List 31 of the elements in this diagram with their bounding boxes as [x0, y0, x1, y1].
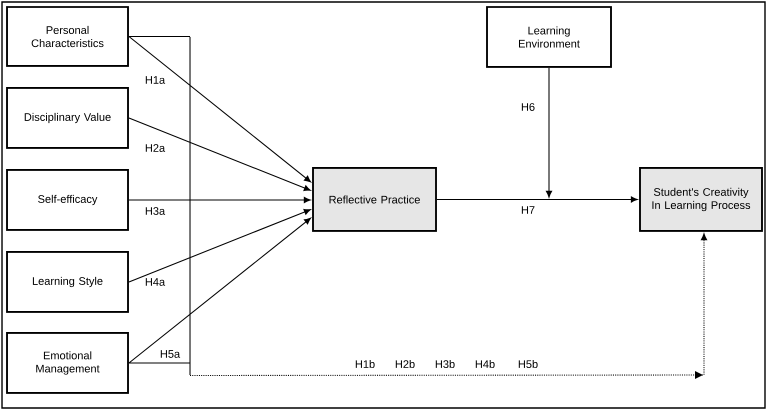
connector-bar — [189, 36, 191, 376]
arrow — [128, 118, 311, 192]
arrow — [546, 68, 552, 198]
path-label: H3b — [436, 360, 455, 368]
edge-label: H2a — [146, 144, 166, 152]
edge-label: H4a — [146, 278, 166, 286]
edge-label: H3a — [146, 207, 166, 215]
arrow — [128, 218, 312, 364]
path-label: H5b — [518, 360, 538, 368]
edge-label: H7 — [522, 206, 534, 214]
factor-box: Student's Creativity In Learning Process — [639, 167, 763, 232]
edge-label: H6 — [522, 103, 535, 111]
factor-box: Disciplinary Value — [6, 87, 129, 149]
factor-box: Learning Style — [6, 251, 129, 313]
connector-line — [128, 362, 190, 364]
connector-line — [128, 36, 190, 38]
path-label: H1b — [356, 360, 375, 368]
arrow — [190, 233, 708, 379]
factor-box: Self-efficacy — [6, 169, 129, 231]
edge-label: H5a — [160, 350, 180, 358]
factor-box: Reflective Practice — [312, 167, 437, 232]
factor-box: Learning Environment — [486, 6, 612, 68]
arrow — [436, 196, 638, 203]
arrow — [128, 208, 311, 282]
arrow — [128, 196, 311, 204]
factor-box: Emotional Management — [6, 332, 129, 394]
arrow — [128, 36, 312, 182]
edge-label: H1a — [146, 76, 166, 84]
factor-box: Personal Characteristics — [6, 6, 129, 67]
path-label: H2b — [396, 360, 415, 368]
path-label: H4b — [476, 360, 495, 368]
